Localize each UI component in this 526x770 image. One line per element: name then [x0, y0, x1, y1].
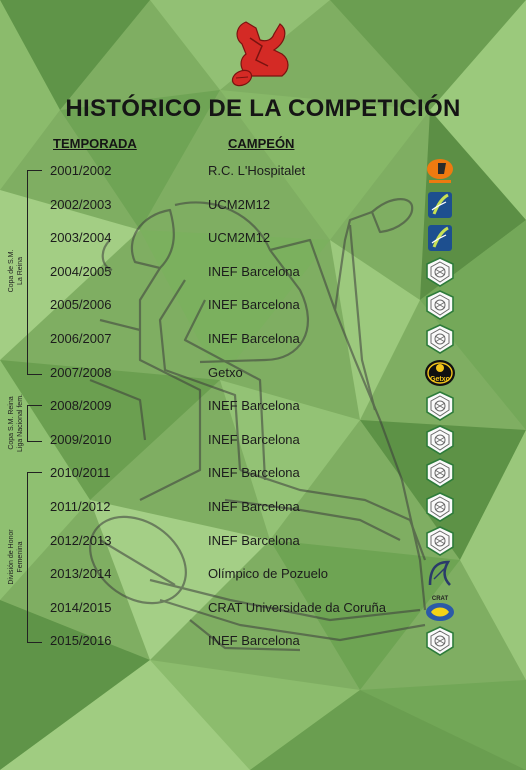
- table-row: 2001/2002 R.C. L'Hospitalet: [0, 156, 526, 186]
- season-cell: 2002/2003: [50, 196, 112, 212]
- season-cell: 2014/2015: [50, 599, 112, 615]
- crat-badge: CRAT: [424, 593, 456, 623]
- table-row: 2003/2004 UCM2M12: [0, 223, 526, 253]
- champion-cell: INEF Barcelona: [208, 532, 300, 548]
- champion-cell: UCM2M12: [208, 230, 271, 246]
- pozuelo-badge: [424, 559, 456, 589]
- table-row: 2010/2011 INEF Barcelona: [0, 458, 526, 489]
- champion-cell: INEF Barcelona: [208, 297, 300, 313]
- season-cell: 2013/2014: [50, 566, 112, 582]
- ucm-badge: [424, 190, 456, 220]
- getxo-badge-text: Getxo: [430, 376, 450, 383]
- ucm-badge: [424, 223, 456, 253]
- table-row: 2014/2015 CRAT Universidade da Coruña CRAT: [0, 593, 526, 623]
- season-cell: 2008/2009: [50, 398, 112, 414]
- lion-rugby-logo: [231, 21, 289, 87]
- table-row: 2012/2013 INEF Barcelona: [0, 525, 526, 556]
- table-row: 2015/2016 INEF Barcelona: [0, 626, 526, 657]
- table-row: 2009/2010 INEF Barcelona: [0, 424, 526, 455]
- champion-cell: UCM2M12: [208, 196, 271, 212]
- season-cell: 2009/2010: [50, 431, 112, 447]
- table-row: 2011/2012 INEF Barcelona: [0, 492, 526, 522]
- season-cell: 2015/2016: [50, 633, 112, 649]
- champion-cell: INEF Barcelona: [208, 633, 300, 649]
- champion-cell: INEF Barcelona: [208, 331, 300, 346]
- inef-badge: [424, 290, 456, 321]
- champion-cell: Getxo: [208, 364, 243, 380]
- champion-cell: INEF Barcelona: [208, 263, 300, 279]
- table-row: 2004/2005 INEF Barcelona: [0, 256, 526, 287]
- table-row: 2013/2014 Olímpico de Pozuelo: [0, 559, 526, 589]
- inef-badge: [424, 424, 456, 455]
- crat-badge-text: CRAT: [432, 596, 449, 602]
- competition-bracket: [27, 472, 42, 644]
- inef-badge: [424, 626, 456, 657]
- season-cell: 2005/2006: [50, 297, 112, 313]
- table-row: 2005/2006 INEF Barcelona: [0, 290, 526, 321]
- season-cell: 2011/2012: [50, 499, 111, 514]
- season-cell: 2006/2007: [50, 331, 112, 346]
- inef-badge: [424, 256, 456, 287]
- inef-badge: [424, 458, 456, 489]
- champion-cell: R.C. L'Hospitalet: [208, 163, 306, 178]
- champion-cell: INEF Barcelona: [208, 431, 300, 447]
- inef-badge: [424, 324, 456, 354]
- champion-cell: Olímpico de Pozuelo: [208, 566, 328, 582]
- page-title: HISTÓRICO DE LA COMPETICIÓN: [65, 95, 461, 122]
- competition-bracket: [27, 170, 42, 375]
- season-cell: 2010/2011: [50, 465, 111, 481]
- season-cell: 2003/2004: [50, 230, 112, 246]
- champion-cell: INEF Barcelona: [208, 465, 300, 481]
- season-cell: 2012/2013: [50, 532, 112, 548]
- hospitalet-badge: [424, 156, 456, 186]
- champion-cell: INEF Barcelona: [208, 398, 300, 414]
- inef-badge: [424, 391, 456, 422]
- competition-bracket: [27, 405, 42, 442]
- table-row: 2002/2003 UCM2M12: [0, 190, 526, 220]
- champion-column-header: CAMPEÓN: [228, 136, 295, 151]
- table-row: 2006/2007 INEF Barcelona: [0, 324, 526, 354]
- inef-badge: [424, 525, 456, 556]
- season-cell: 2004/2005: [50, 263, 112, 279]
- season-cell: 2001/2002: [50, 163, 112, 178]
- table-row: 2008/2009 INEF Barcelona: [0, 391, 526, 422]
- champion-cell: CRAT Universidade da Coruña: [208, 599, 386, 615]
- getxo-badge: Getxo: [424, 358, 456, 388]
- champion-cell: INEF Barcelona: [208, 499, 300, 514]
- inef-badge: [424, 492, 456, 522]
- season-cell: 2007/2008: [50, 364, 112, 380]
- season-column-header: TEMPORADA: [53, 136, 137, 151]
